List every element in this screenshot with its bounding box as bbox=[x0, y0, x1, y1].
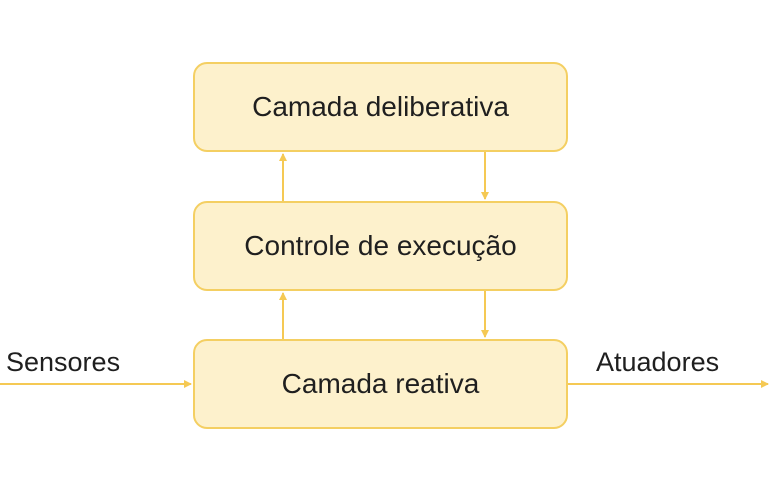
node-reactive-label: Camada reativa bbox=[281, 368, 480, 399]
node-deliberative-layer: Camada deliberativa bbox=[193, 62, 568, 152]
node-execution-control: Controle de execução bbox=[193, 201, 568, 291]
node-execution-control-label: Controle de execução bbox=[244, 230, 517, 261]
node-deliberative-label: Camada deliberativa bbox=[252, 91, 509, 122]
input-sensors-label: Sensores bbox=[6, 347, 121, 377]
output-actuators-label: Atuadores bbox=[596, 347, 720, 377]
node-reactive-layer: Camada reativa bbox=[193, 339, 568, 429]
